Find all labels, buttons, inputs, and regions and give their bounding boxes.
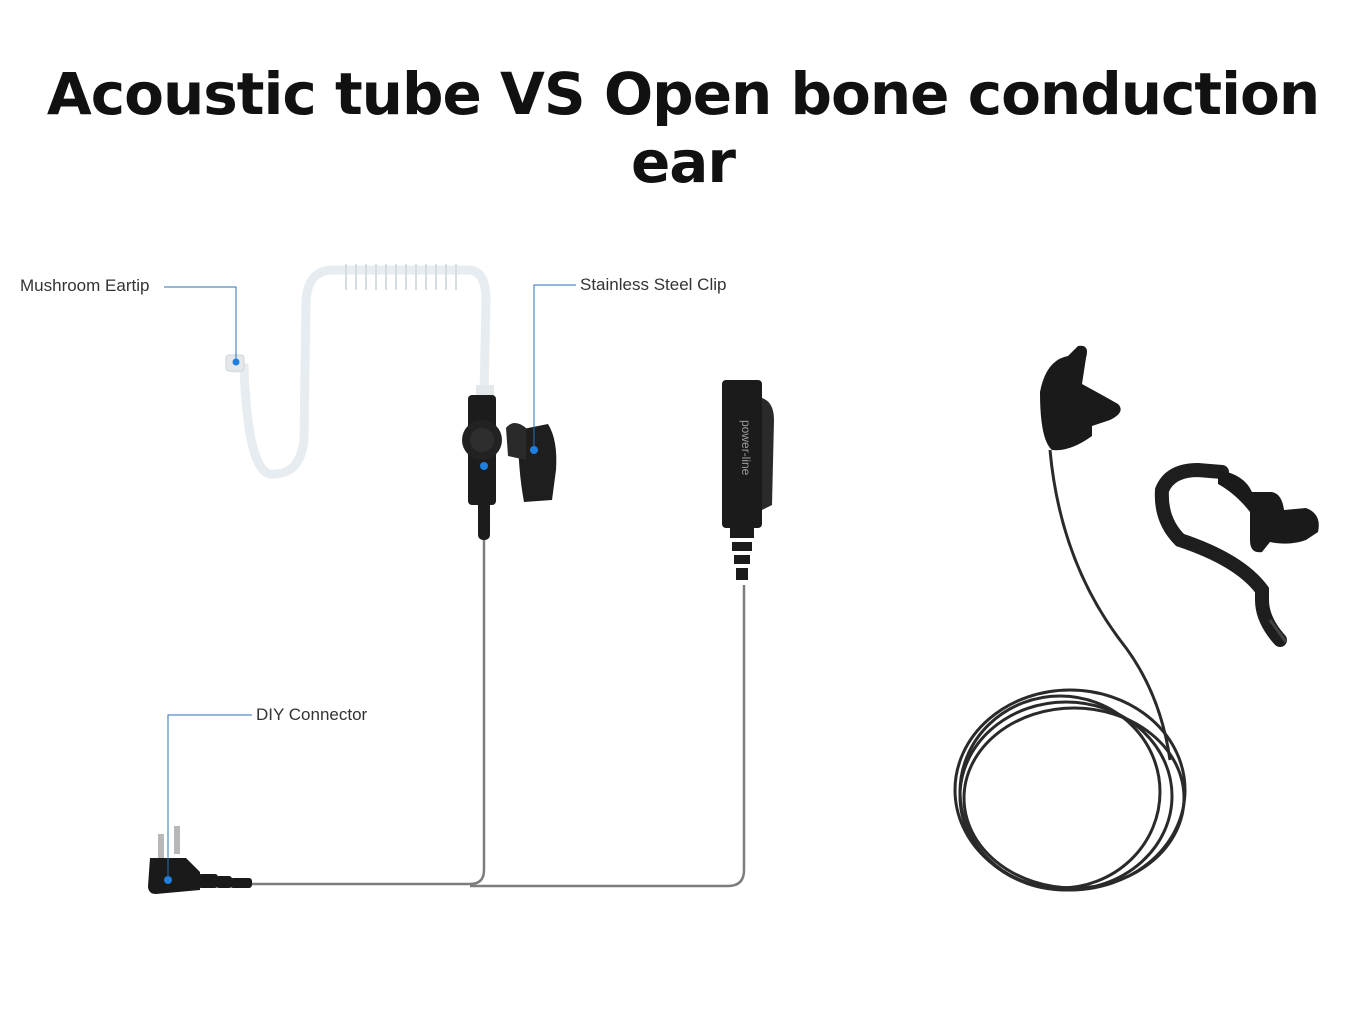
ptt-brand-text: power-line <box>739 420 753 476</box>
callout-dots <box>164 358 538 884</box>
callout-dot-connector <box>164 876 172 884</box>
page-title: Acoustic tube VS Open bone conduction ea… <box>46 60 1320 196</box>
callout-dot-eartip <box>232 358 240 366</box>
ptt-unit: power-line <box>722 380 774 580</box>
diy-connector <box>148 826 252 894</box>
callout-dot-speaker <box>480 462 488 470</box>
ear-hook <box>1154 462 1287 647</box>
bone-conduction-earbud <box>1040 345 1121 451</box>
callout-dot-clip <box>530 446 538 454</box>
coiled-tube <box>345 264 457 290</box>
callout-stainless-steel-clip: Stainless Steel Clip <box>580 275 727 294</box>
callout-diy-connector: DIY Connector <box>256 705 368 724</box>
acoustic-tube <box>227 265 491 479</box>
callout-lines <box>164 284 576 880</box>
acoustic-tube-earpiece <box>225 264 557 540</box>
callout-mushroom-eartip: Mushroom Eartip <box>20 276 150 295</box>
cables <box>250 540 746 888</box>
stainless-steel-clip <box>518 424 557 502</box>
bone-conduction-earpiece <box>953 345 1319 892</box>
